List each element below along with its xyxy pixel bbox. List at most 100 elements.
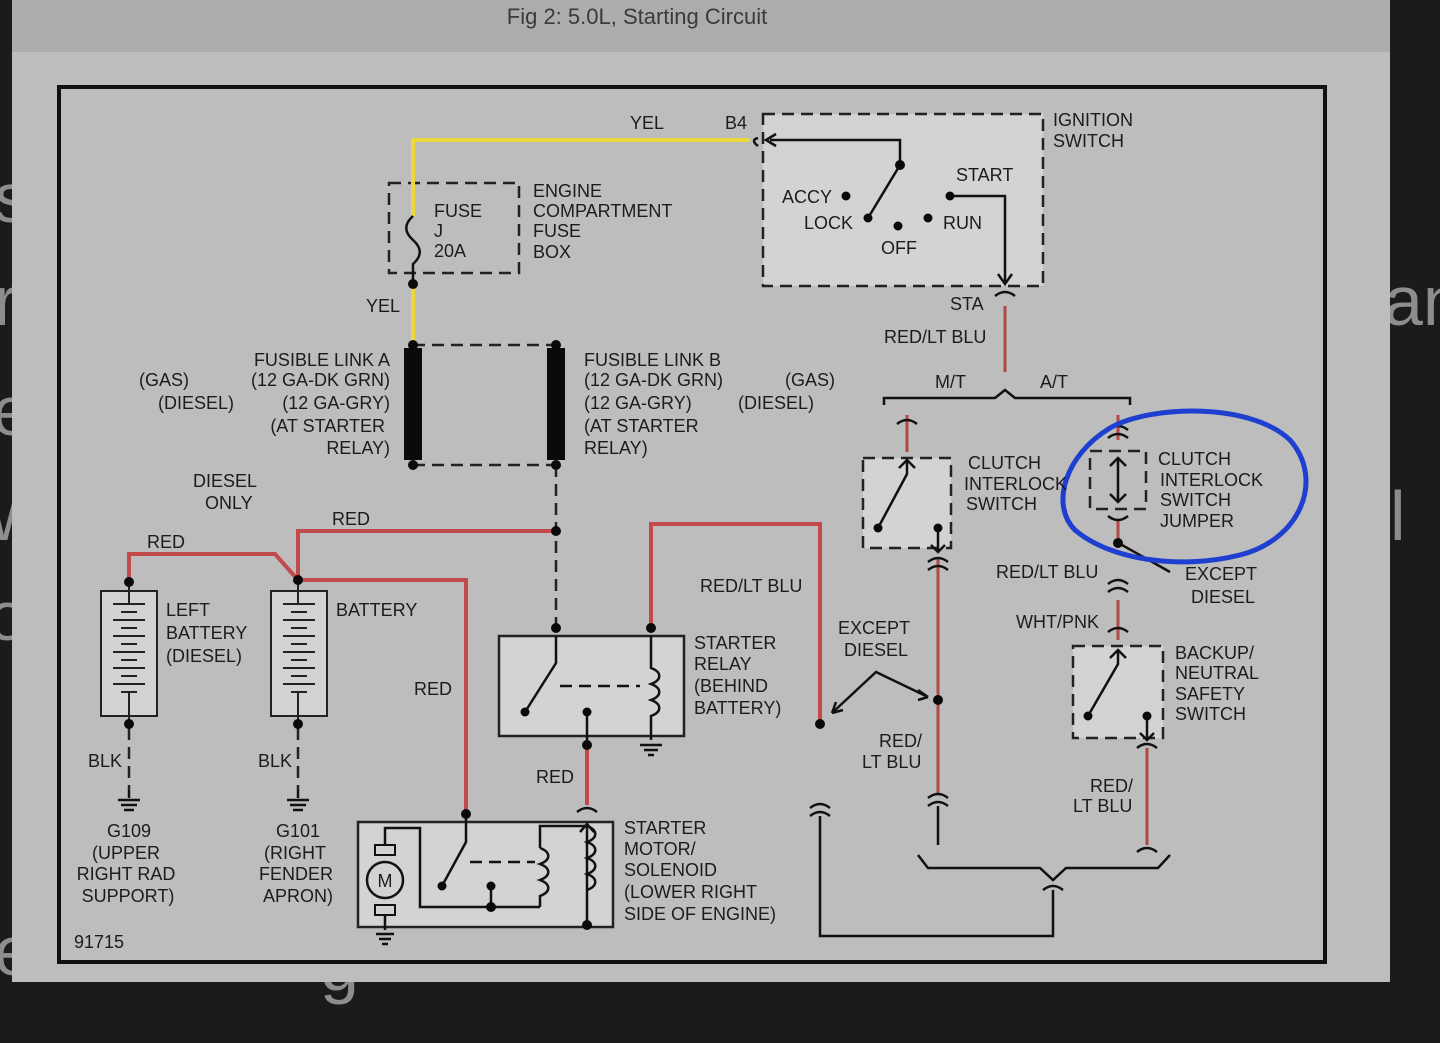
note-label: DIESEL — [193, 471, 257, 491]
component-label: CLUTCH — [968, 453, 1041, 473]
component-label: SWITCH — [1175, 704, 1246, 724]
wire-color-label: YEL — [366, 296, 400, 316]
fusible-link-b-label: (12 GA-DK GRN) — [584, 370, 723, 390]
motor-brush-top — [374, 844, 396, 856]
component-label: LEFT — [166, 600, 210, 620]
junction-dots — [124, 160, 1152, 930]
component-label: JUMPER — [1160, 511, 1234, 531]
fusible-link-b-label: (AT STARTER — [584, 416, 699, 436]
figure-panel — [12, 0, 1390, 982]
fusible-link-b-label: (12 GA-GRY) — [584, 393, 692, 413]
wire-color-label: RED — [414, 679, 452, 699]
transmission-label: M/T — [935, 372, 966, 392]
component-label: SOLENOID — [624, 860, 717, 880]
component-label: (LOWER RIGHT — [624, 882, 757, 902]
background-glyph: l — [1390, 477, 1406, 555]
switch-position-label: OFF — [881, 238, 917, 258]
motor-symbol-label: M — [378, 871, 393, 891]
component-label: IGNITION — [1053, 110, 1133, 130]
fusible-link-b-label: FUSIBLE LINK B — [584, 350, 721, 370]
diagram-frame — [57, 85, 1327, 964]
fusible-link-b-bar — [547, 348, 565, 460]
motor-symbol-circle — [365, 860, 405, 900]
connector-label: STA — [950, 294, 984, 314]
component-label: BOX — [533, 242, 571, 262]
wire-color-label: RED/LT BLU — [996, 562, 1098, 582]
ground-label: FENDER — [259, 864, 333, 884]
fuse-label: FUSE — [434, 201, 482, 221]
note-label: DIESEL — [844, 640, 908, 660]
diagram-labels: YEL B4 IGNITION SWITCH START ACCY LOCK R… — [74, 110, 1263, 952]
ground-label: APRON) — [263, 886, 333, 906]
background-glyph: an — [1384, 262, 1440, 340]
ground-label: G109 — [107, 821, 151, 841]
component-label: (BEHIND — [694, 676, 768, 696]
switch-position-label: ACCY — [782, 187, 832, 207]
variant-label: (DIESEL) — [738, 393, 814, 413]
note-label: EXCEPT — [1185, 564, 1257, 584]
component-label: SIDE OF ENGINE) — [624, 904, 776, 924]
component-label: SAFETY — [1175, 684, 1245, 704]
battery-cells — [113, 584, 315, 724]
ground-label: SUPPORT) — [82, 886, 175, 906]
switch-position-label: START — [956, 165, 1013, 185]
component-label: FUSE — [533, 221, 581, 241]
component-label: STARTER — [624, 818, 706, 838]
component-label: SWITCH — [1160, 490, 1231, 510]
ignition-switch-box — [761, 112, 1045, 288]
figure-number: 91715 — [74, 932, 124, 952]
wire-color-label: RED/ — [879, 731, 922, 751]
component-label: NEUTRAL — [1175, 663, 1259, 683]
connector-label: B4 — [725, 113, 747, 133]
wire-color-label: RED/ — [1090, 776, 1133, 796]
component-label: MOTOR/ — [624, 839, 696, 859]
component-label: ENGINE — [533, 181, 602, 201]
fusible-link-a-label: RELAY) — [326, 438, 390, 458]
clutch-jumper-box — [1088, 449, 1148, 511]
note-label: DIESEL — [1191, 587, 1255, 607]
wire-color-label: RED — [332, 509, 370, 529]
switch-position-label: LOCK — [804, 213, 853, 233]
ground-label: RIGHT RAD — [77, 864, 176, 884]
fusible-link-a-label: FUSIBLE LINK A — [254, 350, 390, 370]
component-label: INTERLOCK — [1160, 470, 1263, 490]
component-label: BATTERY — [336, 600, 417, 620]
wire-color-label: LT BLU — [862, 752, 921, 772]
yel-wires — [411, 138, 750, 342]
wire-color-label: LT BLU — [1073, 796, 1132, 816]
note-label: ONLY — [205, 493, 253, 513]
component-label: BATTERY — [166, 623, 247, 643]
component-label: RELAY — [694, 654, 752, 674]
wire-color-label: RED — [147, 532, 185, 552]
component-label: SWITCH — [1053, 131, 1124, 151]
black-wiring — [118, 132, 1171, 946]
wire-color-label: WHT/PNK — [1016, 612, 1099, 632]
component-label: (DIESEL) — [166, 646, 242, 666]
wire-color-label: BLK — [88, 751, 122, 771]
motor-brush-bottom — [374, 904, 396, 916]
component-label: COMPARTMENT — [533, 201, 672, 221]
fusible-link-b-label: RELAY) — [584, 438, 648, 458]
fuse-box-outline — [387, 181, 521, 275]
fusible-link-dashes — [413, 343, 556, 467]
fusible-link-a-label: (12 GA-GRY) — [282, 393, 390, 413]
figure-title: Fig 2: 5.0L, Starting Circuit — [506, 4, 768, 29]
component-label: CLUTCH — [1158, 449, 1231, 469]
component-label: SWITCH — [966, 494, 1037, 514]
component-label: INTERLOCK — [964, 474, 1067, 494]
wire-color-label: RED/LT BLU — [700, 576, 802, 596]
switch-position-label: RUN — [943, 213, 982, 233]
wire-color-label: YEL — [630, 113, 664, 133]
fuse-label: J — [434, 221, 443, 241]
variant-label: (GAS) — [139, 370, 189, 390]
variant-label: (DIESEL) — [158, 393, 234, 413]
title-bar — [12, 0, 1390, 52]
red-wires — [127, 522, 822, 814]
fusible-link-a-label: (12 GA-DK GRN) — [251, 370, 390, 390]
ground-label: G101 — [276, 821, 320, 841]
note-label: EXCEPT — [838, 618, 910, 638]
fusible-link-a-bar — [404, 348, 422, 460]
variant-label: (GAS) — [785, 370, 835, 390]
ground-dashed-wires — [127, 728, 300, 790]
